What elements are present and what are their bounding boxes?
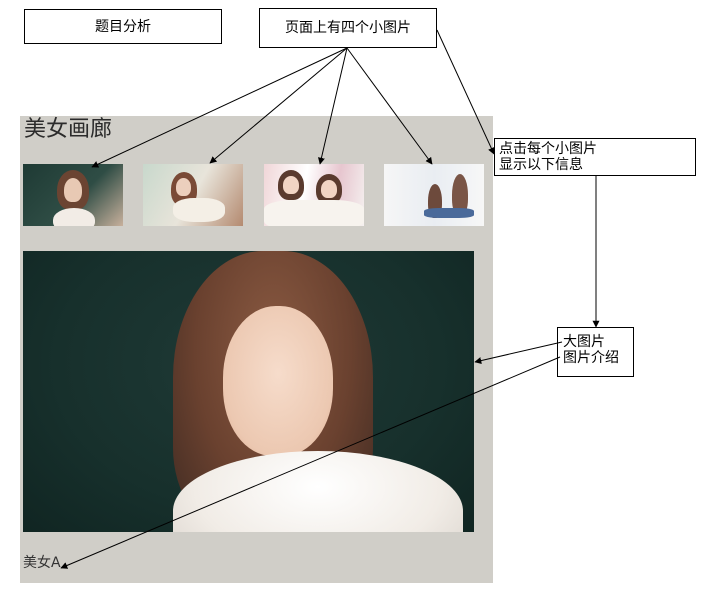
thumbnail-3-face-a	[283, 176, 299, 194]
gallery-panel: 美女画廊 美女A	[20, 116, 493, 583]
thumbnail-4[interactable]	[384, 164, 484, 226]
thumbnails-note-box: 页面上有四个小图片	[259, 8, 437, 48]
image-caption: 美女A	[23, 555, 61, 571]
thumbnail-2-face	[176, 178, 191, 196]
thumbnails-note-label: 页面上有四个小图片	[285, 20, 411, 36]
title-analysis-label: 题目分析	[95, 18, 151, 35]
thumbnail-1-face	[64, 178, 82, 202]
title-analysis-box: 题目分析	[24, 9, 222, 44]
image-intro-line: 图片介绍	[563, 350, 619, 366]
click-info-box: 点击每个小图片 显示以下信息	[494, 138, 696, 176]
click-info-line-2: 显示以下信息	[499, 157, 583, 173]
large-image	[23, 251, 474, 532]
thumbnail-3[interactable]	[264, 164, 364, 226]
click-info-line-1: 点击每个小图片	[499, 141, 597, 157]
thumbnail-1[interactable]	[23, 164, 123, 226]
thumbnail-4-jeans	[424, 208, 474, 218]
thumbnail-2[interactable]	[143, 164, 243, 226]
gallery-title: 美女画廊	[24, 117, 113, 142]
thumbnail-3-face-b	[321, 180, 337, 198]
large-image-face	[223, 306, 333, 456]
big-image-line: 大图片	[563, 334, 605, 350]
thumbnail-3-plush-toys	[264, 200, 364, 226]
big-image-info-box: 大图片 图片介绍	[557, 327, 634, 377]
thumbnail-4-figure-b	[452, 174, 468, 216]
thumbnail-1-shoulders	[53, 208, 95, 226]
thumbnail-2-body	[173, 198, 225, 222]
